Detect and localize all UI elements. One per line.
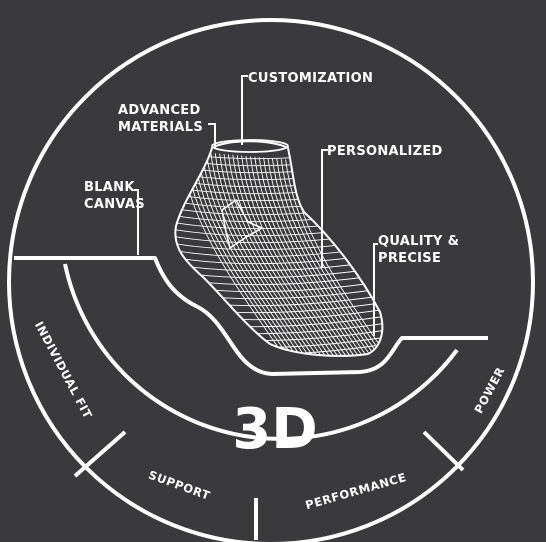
sock-mesh	[175, 145, 383, 356]
label-personalized: PERSONALIZED	[327, 144, 443, 159]
leader-blank-canvas	[134, 189, 139, 255]
label-customization: CUSTOMIZATION	[248, 71, 373, 86]
segment-support: SUPPORT	[147, 468, 213, 503]
outer-ring	[7, 18, 535, 542]
sock-logo-icon	[221, 198, 264, 250]
label-blank-2: CANVAS	[84, 197, 145, 212]
segment-performance: PERFORMANCE	[304, 470, 408, 512]
inner-band-left	[63, 263, 459, 441]
leader-quality	[373, 243, 378, 336]
divider-performance-power	[422, 430, 465, 472]
leader-customization	[241, 75, 248, 145]
label-advanced-1: ADVANCED	[118, 103, 201, 118]
sock-wireframe	[174, 139, 384, 357]
leader-advanced-materials	[208, 123, 216, 148]
divider-fit-support	[73, 430, 127, 478]
label-blank-1: BLANK	[84, 180, 135, 195]
label-quality-1: QUALITY &	[378, 234, 459, 249]
center-3d-label: 3D	[232, 397, 317, 462]
label-advanced-2: MATERIALS	[118, 120, 203, 135]
platform-line	[14, 256, 488, 376]
leader-personalized	[321, 149, 328, 268]
sock-opening	[211, 139, 289, 153]
label-quality-2: PRECISE	[378, 251, 441, 266]
